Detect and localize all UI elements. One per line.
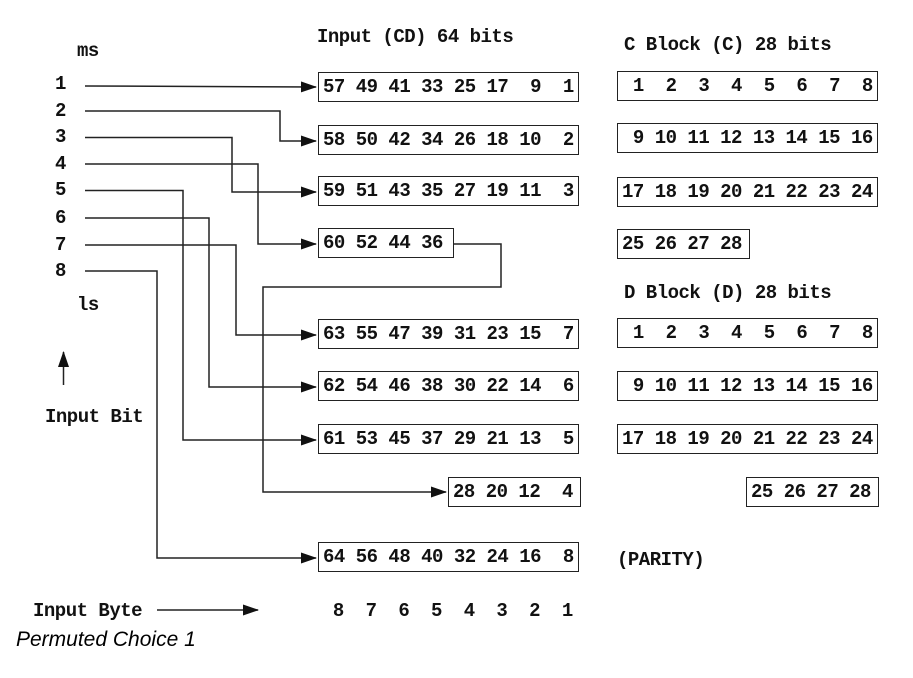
- diagram-caption: Permuted Choice 1: [16, 628, 196, 651]
- connector-bit-1: [84, 81, 317, 93]
- d-block-heading: D Block (D) 28 bits: [624, 282, 832, 304]
- input-row-1: 57 49 41 33 25 17 9 1: [318, 72, 579, 102]
- bit-label-3: 3: [55, 126, 66, 148]
- input-row-3: 59 51 43 35 27 19 11 3: [318, 176, 579, 206]
- c-block-row-4: 25 26 27 28: [617, 229, 750, 259]
- connector-bit-4: [85, 163, 317, 250]
- bit-label-7: 7: [55, 234, 66, 256]
- connector-row4-continuation: [262, 243, 502, 498]
- byte-number-row: 8 7 6 5 4 3 2 1: [322, 600, 573, 622]
- input-bit-axis-label: Input Bit: [45, 406, 144, 428]
- d-block-row-1: 1 2 3 4 5 6 7 8: [617, 318, 878, 348]
- d-block-row-4: 25 26 27 28: [746, 477, 879, 507]
- input-row-4: 60 52 44 36: [318, 228, 454, 258]
- ls-label: ls: [77, 294, 99, 316]
- input-row-6: 62 54 46 38 30 22 14 6: [318, 371, 579, 401]
- input-row-9-parity: 64 56 48 40 32 24 16 8: [318, 542, 579, 572]
- input-row-2: 58 50 42 34 26 18 10 2: [318, 125, 579, 155]
- input-row-8: 28 20 12 4: [448, 477, 581, 507]
- input-byte-axis-label: Input Byte: [33, 600, 143, 622]
- bit-label-8: 8: [55, 260, 66, 282]
- bit-label-1: 1: [55, 73, 66, 95]
- d-block-row-2: 9 10 11 12 13 14 15 16: [617, 371, 878, 401]
- c-block-row-1: 1 2 3 4 5 6 7 8: [617, 71, 878, 101]
- bit-label-5: 5: [55, 179, 66, 201]
- bit-label-4: 4: [55, 153, 66, 175]
- bit-label-2: 2: [55, 100, 66, 122]
- input-row-5: 63 55 47 39 31 23 15 7: [318, 319, 579, 349]
- connector-bit-5: [85, 189, 317, 446]
- c-block-row-2: 9 10 11 12 13 14 15 16: [617, 123, 878, 153]
- input-row-7: 61 53 45 37 29 21 13 5: [318, 424, 579, 454]
- connector-bit-7: [85, 244, 317, 341]
- input-block-heading: Input (CD) 64 bits: [317, 26, 514, 48]
- bit-label-6: 6: [55, 207, 66, 229]
- connector-bit-8: [85, 270, 317, 564]
- parity-note: (PARITY): [617, 549, 705, 571]
- ms-label: ms: [77, 40, 99, 62]
- connector-bit-2: [85, 110, 317, 147]
- d-block-row-3: 17 18 19 20 21 22 23 24: [617, 424, 878, 454]
- c-block-heading: C Block (C) 28 bits: [624, 34, 832, 56]
- c-block-row-3: 17 18 19 20 21 22 23 24: [617, 177, 878, 207]
